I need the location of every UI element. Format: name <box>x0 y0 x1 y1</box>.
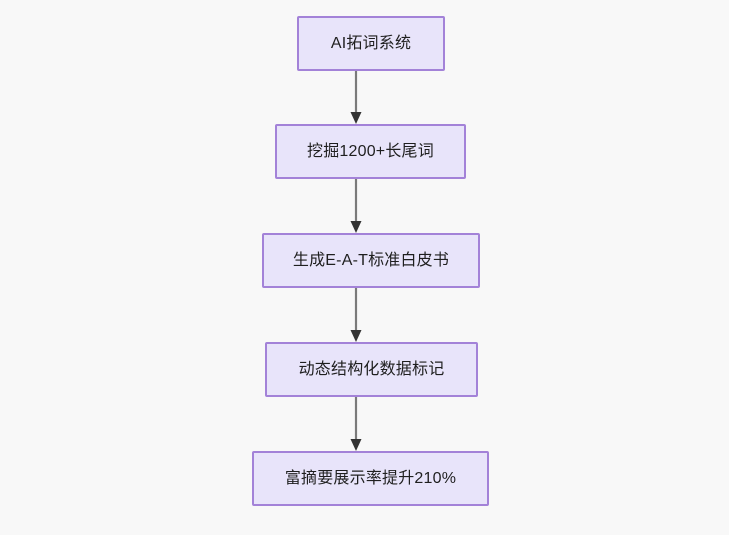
flow-node-label: 挖掘1200+长尾词 <box>307 142 434 160</box>
flow-node-mine-longtail-keywords[interactable]: 挖掘1200+长尾词 <box>275 124 466 179</box>
flow-node-label: 富摘要展示率提升210% <box>284 469 457 487</box>
flow-node-label: 动态结构化数据标记 <box>298 360 445 378</box>
flow-connector-3 <box>341 288 371 342</box>
flow-connector-arrow-icon <box>350 288 362 342</box>
flow-node-label: AI拓词系统 <box>330 34 412 52</box>
flow-connector-1 <box>341 71 371 124</box>
flow-connector-arrow-icon <box>350 179 362 233</box>
flow-node-rich-snippet-impression-uplift[interactable]: 富摘要展示率提升210% <box>252 451 489 506</box>
flow-node-label: 生成E-A-T标准白皮书 <box>292 251 450 269</box>
flow-connector-arrow-icon <box>350 71 362 124</box>
flow-connector-arrow-icon <box>350 397 362 451</box>
flow-connector-2 <box>341 179 371 233</box>
flow-node-generate-eat-whitepaper[interactable]: 生成E-A-T标准白皮书 <box>262 233 480 288</box>
flow-connector-4 <box>341 397 371 451</box>
flow-node-ai-keyword-system[interactable]: AI拓词系统 <box>297 16 445 71</box>
flow-node-dynamic-structured-data-markup[interactable]: 动态结构化数据标记 <box>265 342 478 397</box>
